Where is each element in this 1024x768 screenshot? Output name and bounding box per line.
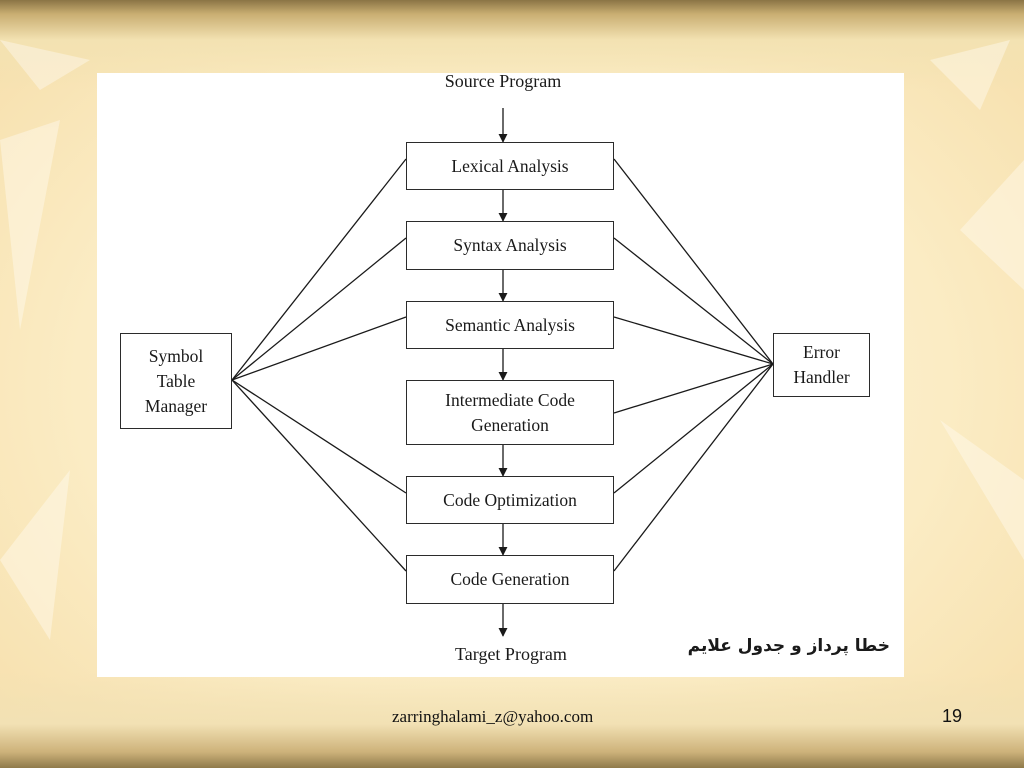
link-error-codegen: [613, 363, 774, 572]
link-symbol-codegen: [231, 379, 407, 572]
footer-email: zarringhalami_z@yahoo.com: [392, 707, 594, 726]
intermediate-code-generation-box: Intermediate Code Generation: [406, 380, 614, 445]
link-symbol-syntax: [231, 237, 407, 381]
link-error-syntax: [613, 237, 774, 365]
link-symbol-semantic: [231, 316, 407, 381]
syntax-analysis-box: Syntax Analysis: [406, 221, 614, 270]
source-program-label: Source Program: [444, 71, 562, 91]
persian-caption: خطا پرداز و جدول علایم: [687, 636, 890, 656]
semantic-analysis-box: Semantic Analysis: [406, 301, 614, 349]
page-number: 19: [942, 706, 963, 726]
symbol-table-label-line3: Manager: [144, 395, 208, 416]
intermediate-code-label-line2: Generation: [471, 414, 549, 435]
error-handler-label-line1: Error: [803, 342, 840, 362]
symbol-table-label-line2: Table: [156, 370, 196, 391]
link-error-optimization: [613, 363, 774, 494]
symbol-table-manager-box: Symbol Table Manager: [120, 333, 232, 429]
code-optimization-label: Code Optimization: [443, 489, 577, 510]
link-error-lexical: [613, 158, 774, 365]
error-handler-box: Error Handler: [773, 333, 870, 397]
code-generation-label: Code Generation: [450, 569, 570, 589]
symbol-table-label-line1: Symbol: [148, 345, 204, 366]
target-program-label: Target Program: [455, 644, 567, 664]
link-symbol-lexical: [231, 158, 407, 381]
semantic-analysis-label: Semantic Analysis: [445, 314, 575, 335]
link-symbol-optimization: [231, 379, 407, 494]
diagram-connectors: [231, 108, 774, 637]
syntax-analysis-label: Syntax Analysis: [453, 235, 567, 255]
lexical-analysis-box: Lexical Analysis: [406, 142, 614, 190]
code-generation-box: Code Generation: [406, 555, 614, 604]
link-error-intermediate: [613, 363, 774, 414]
intermediate-code-label-line1: Intermediate Code: [445, 389, 575, 410]
lexical-analysis-label: Lexical Analysis: [451, 155, 569, 176]
error-handler-label-line2: Handler: [793, 367, 850, 387]
code-optimization-box: Code Optimization: [406, 476, 614, 524]
diagram-panel: Source Program Lexical Analysis Syntax A…: [97, 71, 904, 677]
link-error-semantic: [613, 316, 774, 365]
